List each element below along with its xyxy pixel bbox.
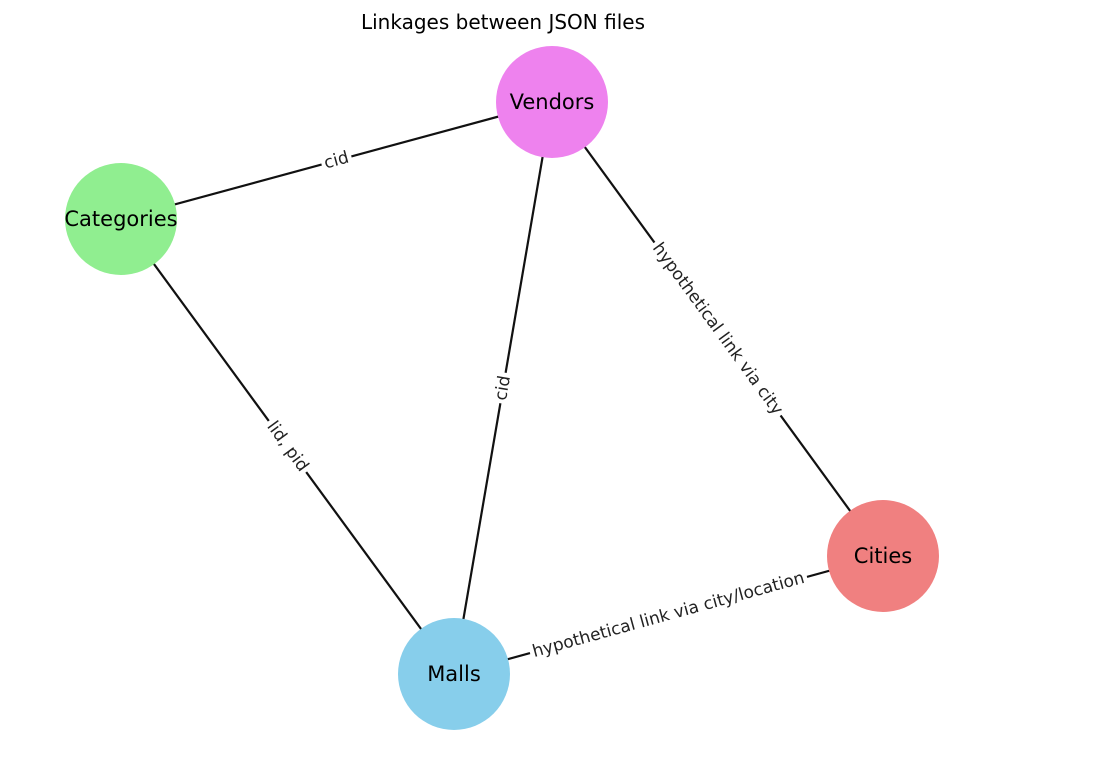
node-cities: Cities — [827, 500, 939, 612]
edge-label-vendors-malls: cid — [489, 370, 517, 406]
edge-label-text: lid, pid — [262, 417, 312, 475]
node-circle-malls — [398, 618, 510, 730]
node-circle-categories — [65, 163, 177, 275]
edge-label-text: hypothetical link via city — [648, 239, 787, 419]
edge-label-text: cid — [322, 148, 351, 174]
node-label-vendors: Vendors — [510, 90, 595, 114]
edge-label-background — [318, 145, 355, 176]
edge-label-background — [527, 566, 810, 664]
diagram-title: Linkages between JSON files — [360, 10, 645, 34]
edge-label-malls-cities: hypothetical link via city/location — [527, 566, 810, 664]
node-vendors: Vendors — [496, 46, 608, 158]
edge-label-background — [645, 236, 790, 422]
edge-labels-layer: cid lid, pid cid hypothetical link via city… — [259, 145, 810, 664]
node-label-cities: Cities — [854, 544, 912, 568]
edge-label-text: cid — [491, 374, 515, 402]
node-circle-cities — [827, 500, 939, 612]
edge-label-vendors-cities: hypothetical link via city — [645, 236, 790, 422]
edge-label-categories-malls: lid, pid — [259, 414, 316, 479]
node-categories: Categories — [64, 163, 178, 275]
edge-label-background — [489, 370, 517, 406]
node-label-categories: Categories — [64, 207, 177, 231]
edge-label-text: hypothetical link via city/location — [530, 568, 806, 662]
node-circle-vendors — [496, 46, 608, 158]
edge-label-background — [259, 414, 316, 479]
edge-label-categories-vendors: cid — [318, 145, 355, 176]
node-malls: Malls — [398, 618, 510, 730]
node-label-malls: Malls — [427, 662, 481, 686]
